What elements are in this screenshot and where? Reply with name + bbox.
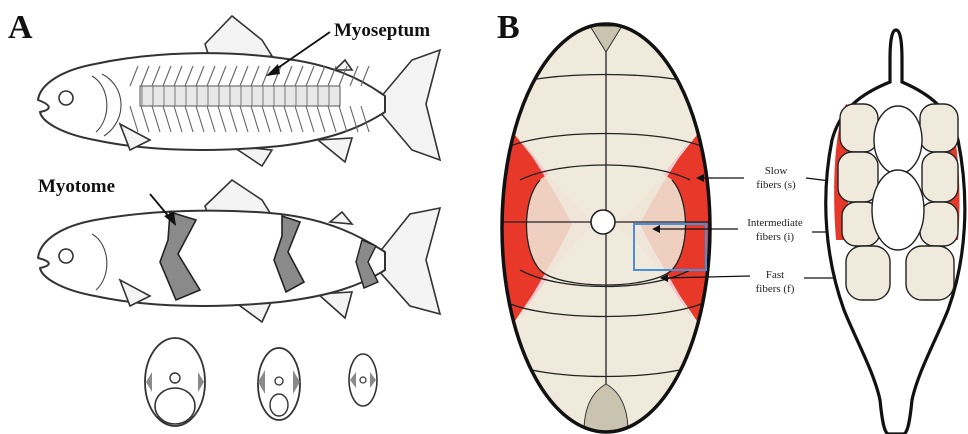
adipose-fin-mid — [330, 212, 352, 224]
large-cross-section — [500, 24, 710, 432]
eye-mid — [59, 249, 73, 263]
slow-label-line1: Slow — [765, 165, 788, 177]
anal-fin-mid — [318, 292, 352, 318]
eye-top — [59, 91, 73, 105]
tail-fin-top — [380, 50, 440, 160]
myoseptum-label: Myoseptum — [334, 20, 430, 41]
cs2-cavity — [270, 394, 288, 416]
panel-b-letter: B — [497, 9, 520, 46]
tail-block-6 — [920, 202, 958, 246]
fish-top: Myoseptum — [38, 16, 440, 166]
fast-label-line1: Fast — [766, 269, 784, 281]
fish-middle: Myotome — [38, 176, 440, 322]
panel-a: A Myoseptum — [8, 9, 440, 426]
tail-block-2 — [920, 104, 958, 152]
tail-block-3 — [838, 152, 878, 202]
panel-b: B — [497, 9, 965, 434]
spine-band — [140, 86, 340, 106]
tail-block-7 — [846, 246, 890, 300]
tail-neural-canal — [874, 106, 922, 174]
adipose-fin-top — [335, 60, 352, 70]
intermediate-label-line2: fibers (i) — [756, 231, 795, 243]
panel-a-letter: A — [8, 9, 33, 46]
intermediate-label-line1: Intermediate — [747, 217, 803, 229]
tail-fin-mid — [378, 208, 440, 314]
cs1-cavity — [155, 388, 195, 424]
cs1-spine — [170, 373, 180, 383]
cs2-spine — [275, 377, 283, 385]
tail-block-4 — [922, 152, 958, 202]
tail-cross-section — [826, 30, 965, 434]
tail-haemal-canal — [872, 170, 924, 250]
cross-sections-a — [145, 338, 377, 426]
notochord — [591, 210, 615, 234]
myotome-label: Myotome — [38, 176, 115, 197]
fast-label-line2: fibers (f) — [756, 283, 795, 295]
fish-body-mid — [38, 211, 385, 306]
cs3-spine — [360, 377, 366, 383]
tail-block-1 — [840, 104, 878, 152]
anal-fin-top — [318, 138, 352, 162]
tail-block-8 — [906, 246, 954, 300]
slow-label-line2: fibers (s) — [756, 179, 796, 191]
